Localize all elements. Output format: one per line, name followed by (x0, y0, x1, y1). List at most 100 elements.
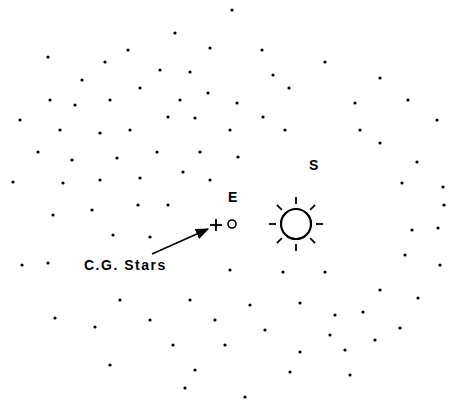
star-dot (400, 181, 403, 184)
star-dot (323, 270, 326, 273)
star-dot (118, 298, 121, 301)
star-dot (103, 60, 106, 63)
star-dot (111, 233, 114, 236)
star-dot (193, 368, 196, 371)
star-dot (378, 76, 381, 79)
sun-ray (277, 205, 282, 210)
star-dot (98, 131, 101, 134)
earth-symbol (228, 220, 236, 228)
star-dot (298, 301, 301, 304)
star-dot (243, 395, 246, 398)
star-dot (166, 203, 169, 206)
sun-ray (295, 244, 297, 251)
star-dot (230, 8, 233, 11)
star-dot (148, 318, 151, 321)
star-dot (206, 91, 209, 94)
star-dot (193, 116, 196, 119)
star-dot (188, 70, 191, 73)
star-dot (260, 48, 263, 51)
star-dot (353, 101, 356, 104)
star-dot (61, 181, 64, 184)
star-dot (48, 98, 51, 101)
star-dot (298, 350, 301, 353)
star-dot (148, 235, 151, 238)
star-dot (93, 325, 96, 328)
star-dot (223, 343, 226, 346)
star-dot (436, 226, 439, 229)
star-dot (228, 128, 231, 131)
sun-ray (310, 238, 315, 243)
sun-ray (316, 223, 323, 225)
star-dot (333, 313, 336, 316)
star-dot (287, 86, 290, 89)
star-dot (378, 288, 381, 291)
star-dot (235, 101, 238, 104)
star-dot (406, 98, 409, 101)
star-dot (323, 60, 326, 63)
star-dot (70, 158, 73, 161)
star-dot (248, 303, 251, 306)
star-dot (183, 386, 186, 389)
earth-label: E (228, 189, 237, 205)
star-dot (416, 296, 419, 299)
star-dot (403, 253, 406, 256)
star-dot (158, 68, 161, 71)
star-dot (398, 326, 401, 329)
sun-ray (310, 205, 315, 210)
sun-ray (277, 238, 282, 243)
star-dot (138, 86, 141, 89)
star-dot (11, 180, 14, 183)
star-dot (213, 318, 216, 321)
star-dot (348, 373, 351, 376)
cg-label: C.G. Stars (84, 257, 167, 273)
sun-symbol (269, 197, 323, 251)
star-dot (288, 370, 291, 373)
star-dot (136, 203, 139, 206)
star-dot (208, 46, 211, 49)
star-dots (11, 8, 445, 398)
star-dot (108, 98, 111, 101)
star-dot (46, 261, 49, 264)
star-dot (138, 176, 141, 179)
star-dot (263, 328, 266, 331)
star-dot (415, 160, 418, 163)
star-dot (80, 78, 83, 81)
star-dot (18, 118, 21, 121)
star-dot (98, 178, 101, 181)
leader-arrow (152, 229, 208, 254)
star-dot (442, 203, 445, 206)
star-dot (155, 150, 158, 153)
star-dot (236, 155, 239, 158)
star-dot (373, 338, 376, 341)
star-dot (378, 141, 381, 144)
star-dot (173, 31, 176, 34)
star-dot (46, 55, 49, 58)
star-dot (171, 343, 174, 346)
sun-label: S (309, 157, 318, 173)
star-dot (53, 316, 56, 319)
star-dot (128, 128, 131, 131)
star-dot (90, 208, 93, 211)
star-dot (283, 128, 286, 131)
star-dot (208, 178, 211, 181)
star-dot (438, 263, 441, 266)
star-dot (281, 270, 284, 273)
star-dot (271, 73, 274, 76)
star-dot (198, 150, 201, 153)
star-dot (343, 348, 346, 351)
star-dot (115, 156, 118, 159)
star-dot (188, 298, 191, 301)
star-dot (328, 333, 331, 336)
star-dot (73, 103, 76, 106)
star-dot (261, 115, 264, 118)
star-dot (358, 128, 361, 131)
star-dot (126, 48, 129, 51)
sun-ray (269, 223, 276, 225)
cg-plus (210, 219, 222, 231)
star-dot (410, 228, 413, 231)
star-dot (181, 170, 184, 173)
star-dot (58, 128, 61, 131)
star-dot (36, 150, 39, 153)
star-dot (178, 98, 181, 101)
